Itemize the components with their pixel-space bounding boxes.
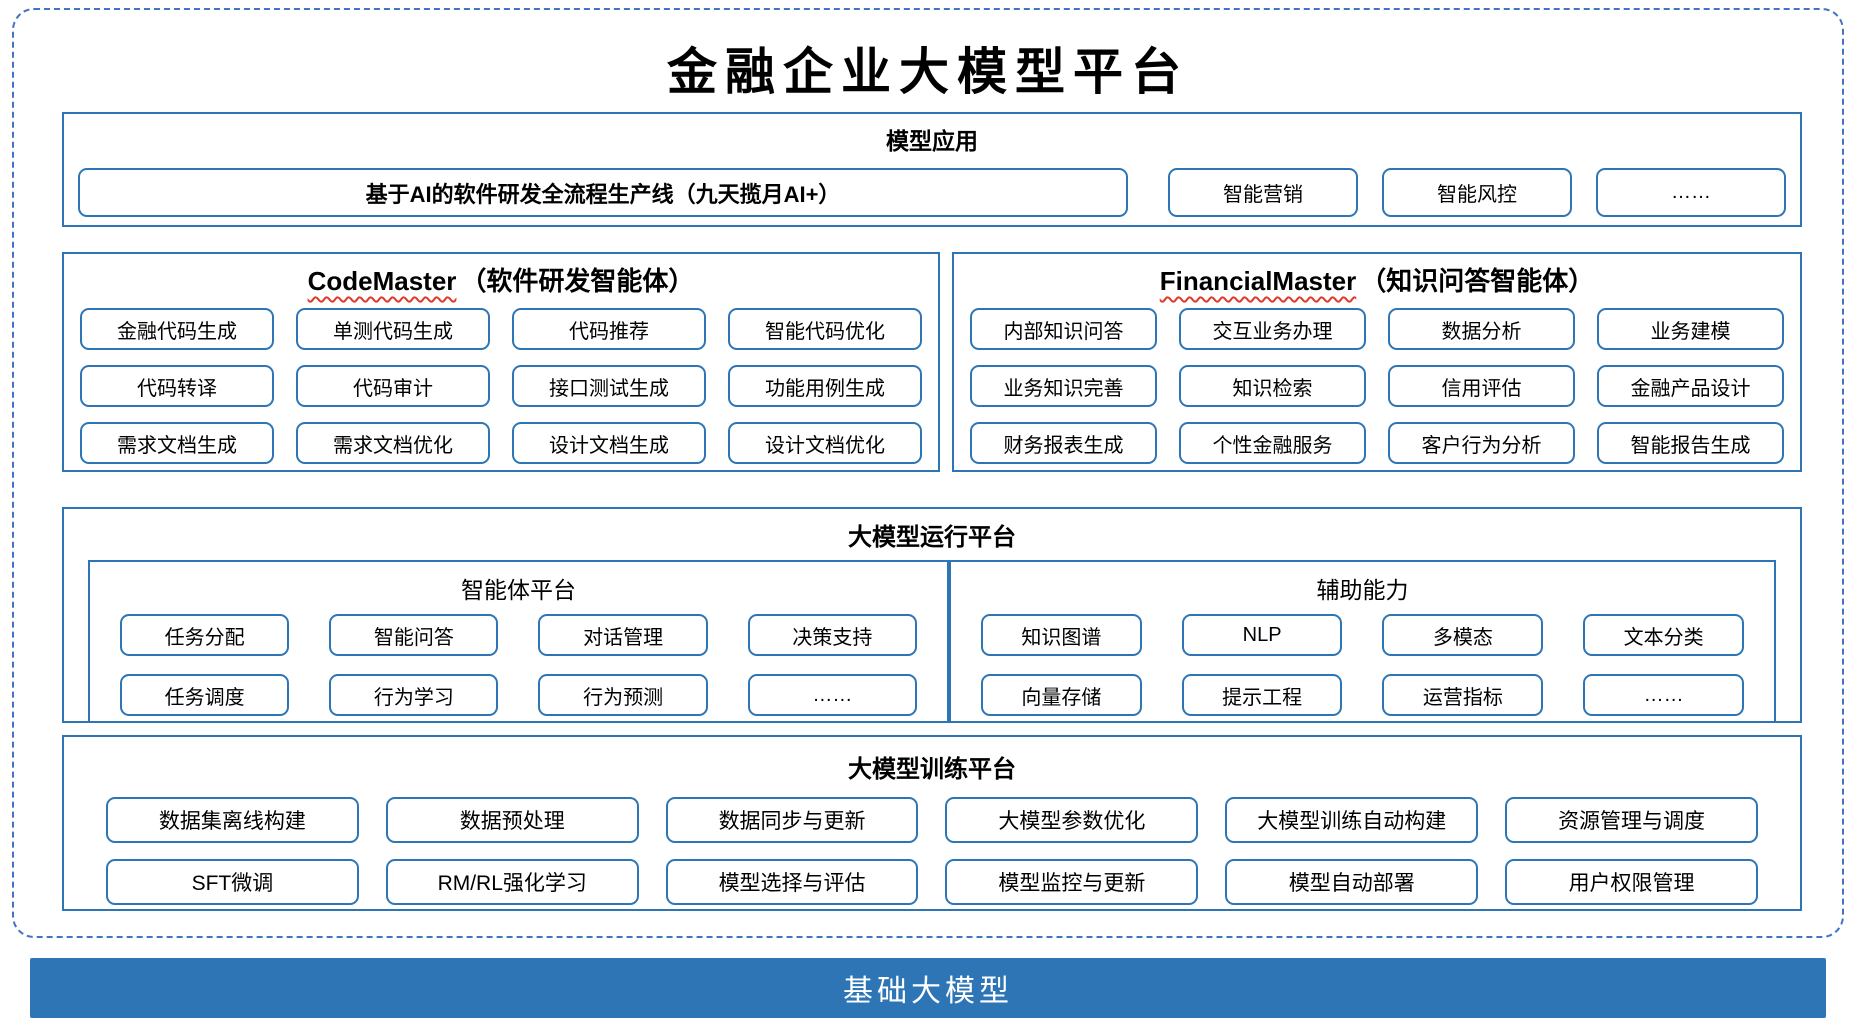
capability-box: 业务知识完善 [970, 365, 1157, 407]
capability-box: 大模型参数优化 [945, 797, 1199, 843]
financialmaster-header: FinancialMaster（知识问答智能体） [954, 254, 1800, 298]
financialmaster-subtitle: （知识问答智能体） [1360, 266, 1595, 296]
capability-box: …… [747, 674, 917, 716]
training-platform-grid: 数据集离线构建数据预处理数据同步与更新大模型参数优化大模型训练自动构建资源管理与… [64, 784, 1800, 905]
auxiliary-capability-grid: 知识图谱 NLP 多模态文本分类向量存储提示工程运营指标 …… [951, 605, 1774, 716]
capability-box: 信用评估 [1388, 365, 1575, 407]
capability-box: 模型自动部署 [1225, 859, 1479, 905]
auxiliary-capability-subpanel: 辅助能力 知识图谱 NLP 多模态文本分类向量存储提示工程运营指标 …… [948, 560, 1776, 723]
capability-box: 客户行为分析 [1388, 422, 1575, 464]
capability-box: 知识图谱 [980, 614, 1142, 656]
capability-box: 交互业务办理 [1179, 308, 1366, 350]
capability-box: 财务报表生成 [970, 422, 1157, 464]
model-application-panel: 模型应用 基于AI的软件研发全流程生产线（九天揽月AI+） 智能营销智能风控 …… [62, 112, 1802, 227]
capability-box: RM/RL强化学习 [385, 859, 639, 905]
codemaster-panel: CodeMaster（软件研发智能体） 金融代码生成单测代码生成代码推荐智能代码… [62, 252, 940, 472]
codemaster-header: CodeMaster（软件研发智能体） [64, 254, 938, 298]
capability-box: 提示工程 [1181, 674, 1343, 716]
capability-box: 任务调度 [120, 674, 290, 716]
capability-box: 金融代码生成 [80, 308, 274, 350]
capability-box: 个性金融服务 [1179, 422, 1366, 464]
capability-box: 数据预处理 [385, 797, 639, 843]
model-application-header: 模型应用 [886, 128, 978, 154]
page-title: 金融企业大模型平台 [667, 42, 1189, 101]
capability-box: 多模态 [1382, 614, 1544, 656]
application-box: 智能风控 [1382, 168, 1572, 217]
runtime-subpanels-row: 智能体平台 任务分配智能问答对话管理决策支持任务调度行为学习行为预测 …… 辅助能… [64, 552, 1800, 723]
capability-box: 智能代码优化 [728, 308, 922, 350]
capability-box: 金融产品设计 [1597, 365, 1784, 407]
application-box: 智能营销 [1168, 168, 1358, 217]
financialmaster-panel: FinancialMaster（知识问答智能体） 内部知识问答交互业务办理数据分… [952, 252, 1802, 472]
capability-box: SFT微调 [106, 859, 359, 905]
platform-outer-frame: 金融企业大模型平台 模型应用 基于AI的软件研发全流程生产线（九天揽月AI+） … [12, 8, 1844, 938]
capability-box: 向量存储 [980, 674, 1142, 716]
capability-box: 资源管理与调度 [1505, 797, 1758, 843]
capability-box: 智能问答 [329, 614, 499, 656]
capability-box: 运营指标 [1382, 674, 1544, 716]
capability-box: 代码转译 [80, 365, 274, 407]
capability-box: 用户权限管理 [1505, 859, 1758, 905]
capability-box: 数据集离线构建 [106, 797, 359, 843]
capability-box: 数据分析 [1388, 308, 1575, 350]
capability-box: 接口测试生成 [512, 365, 706, 407]
capability-box: …… [1583, 674, 1744, 716]
capability-box: 设计文档优化 [728, 422, 922, 464]
capability-box: 需求文档生成 [80, 422, 274, 464]
agent-platform-grid: 任务分配智能问答对话管理决策支持任务调度行为学习行为预测 …… [90, 605, 947, 716]
capability-box: 模型监控与更新 [945, 859, 1199, 905]
auxiliary-capability-header: 辅助能力 [1316, 577, 1409, 603]
agent-platform-subpanel: 智能体平台 任务分配智能问答对话管理决策支持任务调度行为学习行为预测 …… [88, 560, 949, 723]
model-application-items: 智能营销智能风控 …… [1168, 168, 1786, 217]
capability-box: 单测代码生成 [296, 308, 490, 350]
capability-box: 业务建模 [1597, 308, 1784, 350]
capability-box: NLP [1181, 614, 1343, 656]
codemaster-name: CodeMaster [307, 266, 457, 296]
capability-box: 智能报告生成 [1597, 422, 1784, 464]
financialmaster-capability-grid: 内部知识问答交互业务办理数据分析业务建模业务知识完善知识检索信用评估金融产品设计… [954, 298, 1800, 464]
capability-box: 内部知识问答 [970, 308, 1157, 350]
financialmaster-name: FinancialMaster [1159, 266, 1357, 296]
capability-box: 代码审计 [296, 365, 490, 407]
training-platform-header: 大模型训练平台 [848, 756, 1016, 783]
capability-box: 功能用例生成 [728, 365, 922, 407]
training-platform-panel: 大模型训练平台 数据集离线构建数据预处理数据同步与更新大模型参数优化大模型训练自… [62, 735, 1802, 911]
codemaster-subtitle: （软件研发智能体） [460, 266, 695, 296]
foundation-model-bar: 基础大模型 [30, 958, 1826, 1018]
runtime-platform-panel: 大模型运行平台 智能体平台 任务分配智能问答对话管理决策支持任务调度行为学习行为… [62, 507, 1802, 723]
capability-box: 行为预测 [538, 674, 708, 716]
capability-box: 决策支持 [747, 614, 917, 656]
capability-box: 设计文档生成 [512, 422, 706, 464]
capability-box: 对话管理 [538, 614, 708, 656]
runtime-platform-header: 大模型运行平台 [848, 524, 1016, 551]
capability-box: 需求文档优化 [296, 422, 490, 464]
capability-box: 文本分类 [1583, 614, 1744, 656]
capability-box: 代码推荐 [512, 308, 706, 350]
ai-pipeline-box: 基于AI的软件研发全流程生产线（九天揽月AI+） [78, 168, 1128, 217]
capability-box: 数据同步与更新 [665, 797, 919, 843]
model-application-row: 基于AI的软件研发全流程生产线（九天揽月AI+） 智能营销智能风控 …… [64, 156, 1800, 217]
capability-box: 任务分配 [120, 614, 290, 656]
capability-box: 知识检索 [1179, 365, 1366, 407]
application-box: …… [1596, 168, 1786, 217]
capability-box: 模型选择与评估 [665, 859, 919, 905]
capability-box: 大模型训练自动构建 [1225, 797, 1479, 843]
agent-platform-header: 智能体平台 [460, 577, 576, 603]
codemaster-capability-grid: 金融代码生成单测代码生成代码推荐智能代码优化代码转译代码审计接口测试生成功能用例… [64, 298, 938, 464]
capability-box: 行为学习 [329, 674, 499, 716]
